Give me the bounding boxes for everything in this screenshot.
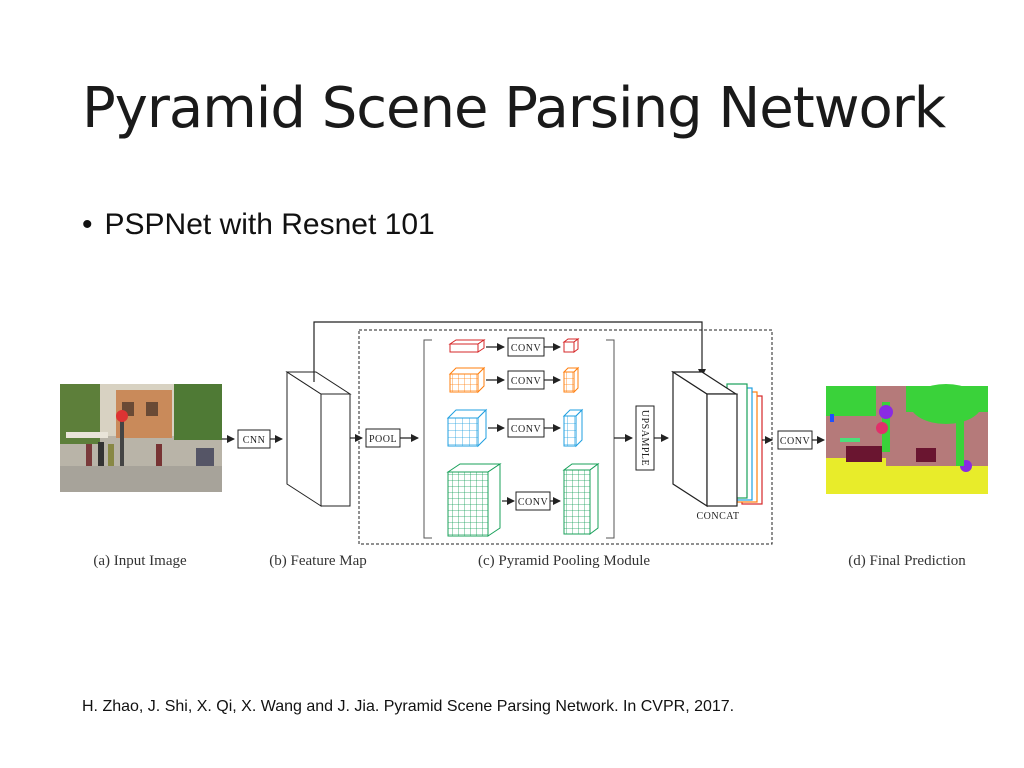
pool-level-1-out (562, 338, 580, 353)
pool-level-3-out (562, 408, 584, 448)
left-bracket (423, 339, 432, 539)
upsample-label: UPSAMPLE (639, 410, 650, 466)
bullet-dot-icon: • (82, 208, 93, 241)
conv-label-1: CONV (511, 343, 542, 354)
bullet-list: • PSPNet with Resnet 101 (82, 208, 435, 242)
pool-level-4-out (562, 463, 600, 535)
concat-stack (670, 370, 763, 508)
pool-level-1 (448, 339, 486, 353)
pspnet-diagram-svg: CNN POOL CONV CONV (60, 321, 988, 569)
caption-prediction: (d) Final Prediction (848, 553, 966, 569)
pool-level-2 (448, 366, 486, 394)
bullet-item: • PSPNet with Resnet 101 (82, 208, 435, 242)
pool-label: POOL (369, 434, 397, 445)
final-conv-label: CONV (780, 436, 811, 447)
conv-label-3: CONV (511, 424, 542, 435)
cnn-label: CNN (243, 435, 266, 446)
final-prediction-image (826, 384, 988, 494)
caption-pyramid: (c) Pyramid Pooling Module (478, 553, 650, 569)
pool-level-2-out (562, 366, 580, 394)
slide-title: Pyramid Scene Parsing Network (82, 76, 946, 141)
input-image (60, 384, 222, 492)
feature-map (285, 371, 352, 507)
conv-label-2: CONV (511, 376, 542, 387)
pool-level-3 (446, 408, 488, 448)
caption-input: (a) Input Image (93, 553, 187, 569)
conv-label-4: CONV (518, 497, 549, 508)
skip-connection-arrow (313, 321, 706, 382)
caption-feature: (b) Feature Map (269, 553, 366, 569)
citation: H. Zhao, J. Shi, X. Qi, X. Wang and J. J… (82, 698, 735, 715)
concat-label: CONCAT (696, 511, 739, 522)
right-bracket (606, 339, 615, 539)
bullet-text: PSPNet with Resnet 101 (104, 208, 435, 241)
pspnet-diagram: CNN POOL CONV CONV (56, 318, 996, 580)
pool-level-4 (446, 463, 502, 537)
